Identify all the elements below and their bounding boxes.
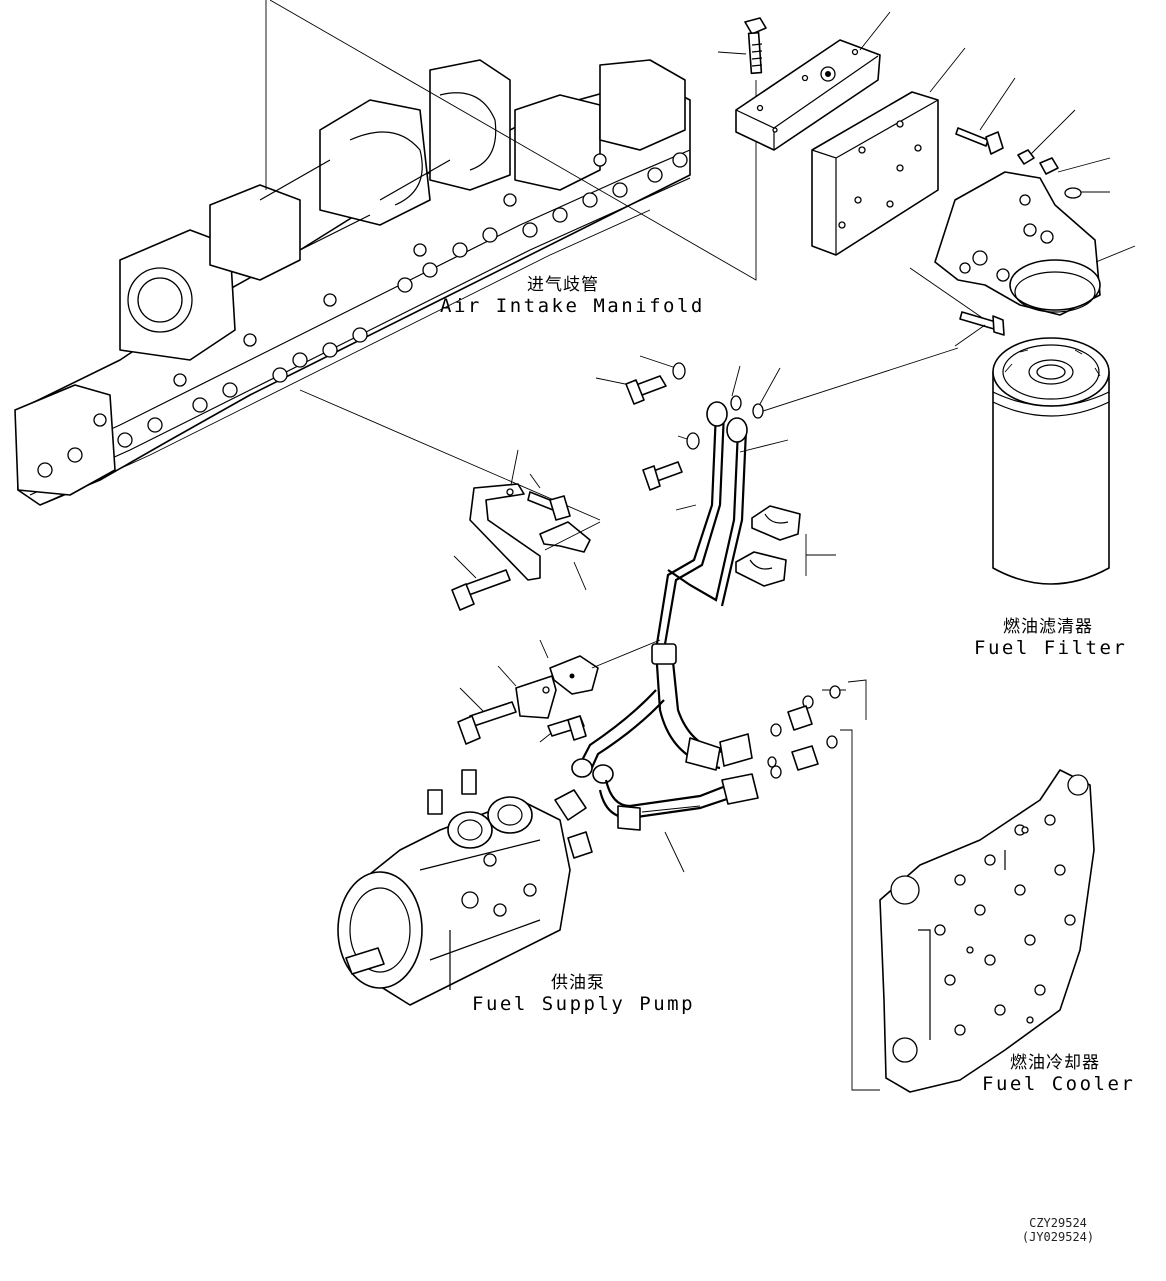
manifold-leader-lines bbox=[266, 0, 756, 520]
spacer-block bbox=[736, 12, 890, 150]
fuel-supply-pump-label-en: Fuel Supply Pump bbox=[472, 993, 696, 1015]
filter-head-lower-bolt bbox=[910, 268, 1004, 346]
fuel-filter-label-en: Fuel Filter bbox=[974, 637, 1128, 659]
fuel-supply-pump-drawing bbox=[338, 770, 592, 1005]
fuel-supply-pump-label: 供油泵 Fuel Supply Pump bbox=[472, 968, 696, 1015]
filter-head bbox=[935, 172, 1135, 315]
adapter-plate bbox=[812, 48, 965, 255]
air-intake-manifold-drawing bbox=[15, 60, 690, 505]
fuel-cooler-label-en: Fuel Cooler bbox=[982, 1073, 1136, 1095]
filter-head-bolts bbox=[956, 78, 1110, 198]
drawing-code-primary: CZY29524 bbox=[1029, 1216, 1087, 1230]
fuel-pipe-assembly bbox=[572, 402, 788, 872]
fuel-supply-pump-label-zh: 供油泵 bbox=[551, 973, 605, 993]
drawing-code-secondary: (JY029524) bbox=[1021, 1230, 1095, 1244]
fuel-filter-cartridge bbox=[993, 338, 1109, 584]
fuel-cooler-label-zh: 燃油冷却器 bbox=[1010, 1053, 1100, 1073]
bracket-left bbox=[452, 450, 590, 610]
cooler-fittings bbox=[768, 680, 880, 1090]
drawing-code: CZY29524 (JY029524) bbox=[1010, 1216, 1106, 1244]
fuel-pipe-banjo-bolts bbox=[596, 356, 780, 490]
fuel-cooler-label: 燃油冷却器 Fuel Cooler bbox=[982, 1048, 1136, 1095]
pipe-clamps-right bbox=[736, 506, 836, 586]
bracket-lower bbox=[458, 522, 660, 744]
air-intake-manifold-label-zh: 进气歧管 bbox=[527, 275, 599, 295]
filter-leader-line bbox=[760, 348, 958, 412]
fuel-cooler-drawing bbox=[880, 770, 1094, 1092]
air-intake-manifold-label: 进气歧管 Air Intake Manifold bbox=[440, 270, 705, 317]
fuel-filter-label: 燃油滤清器 Fuel Filter bbox=[974, 612, 1128, 659]
mounting-bolt-top bbox=[718, 18, 766, 73]
fuel-filter-label-zh: 燃油滤清器 bbox=[1003, 617, 1093, 637]
air-intake-manifold-label-en: Air Intake Manifold bbox=[440, 295, 705, 317]
